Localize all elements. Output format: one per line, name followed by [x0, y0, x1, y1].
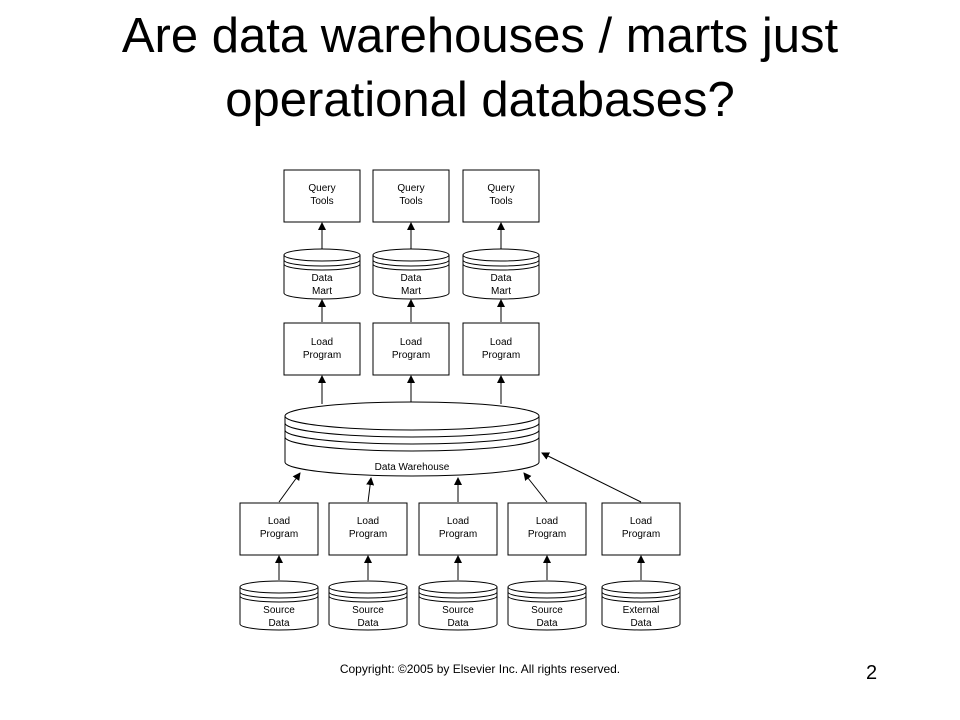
- query-tools-3-label-1: Query: [487, 183, 514, 194]
- source-data-4-label-2: Data: [536, 618, 558, 629]
- slide-title-line-2: operational databases?: [225, 73, 735, 127]
- arrow-load-a-to-warehouse: [278, 472, 301, 503]
- lower-load-program-1: Load Program: [239, 502, 319, 556]
- copyright-footer: Copyright: ©2005 by Elsevier Inc. All ri…: [339, 662, 621, 676]
- lower-load-program-5: Load Program: [601, 502, 681, 556]
- page-number: 2: [866, 662, 878, 684]
- data-warehouse: Data Warehouse: [284, 401, 540, 477]
- lower-load-program-1-label-2: Program: [260, 529, 298, 540]
- data-mart-3-label-2: Mart: [491, 286, 511, 297]
- data-mart-2-label-1: Data: [400, 273, 422, 284]
- slide-title: Are data warehouses / marts just operati…: [0, 4, 960, 132]
- query-tools-2-label-2: Tools: [399, 196, 422, 207]
- query-tools-3: Query Tools: [462, 169, 540, 223]
- source-data-3-label-2: Data: [447, 618, 469, 629]
- lower-load-program-4-label-1: Load: [536, 516, 558, 527]
- data-mart-3: Data Mart: [462, 248, 540, 300]
- arrow-load-b-to-warehouse: [366, 477, 375, 503]
- upper-load-program-1: Load Program: [283, 322, 361, 376]
- source-data-2-label-2: Data: [357, 618, 379, 629]
- source-data-1: Source Data: [239, 580, 319, 631]
- lower-load-program-2-label-2: Program: [349, 529, 387, 540]
- slide-title-line-1: Are data warehouses / marts just: [121, 9, 839, 63]
- query-tools-1-label-2: Tools: [310, 196, 333, 207]
- data-mart-3-label-1: Data: [490, 273, 512, 284]
- upper-load-program-3: Load Program: [462, 322, 540, 376]
- data-warehouse-label: Data Warehouse: [375, 462, 450, 473]
- data-mart-1: Data Mart: [283, 248, 361, 300]
- lower-load-program-1-label-1: Load: [268, 516, 290, 527]
- upper-load-program-3-label-1: Load: [490, 337, 512, 348]
- source-data-1-label-2: Data: [268, 618, 290, 629]
- lower-load-program-5-label-2: Program: [622, 529, 660, 540]
- arrow-load-e-to-warehouse: [541, 452, 642, 503]
- upper-load-program-2-label-2: Program: [392, 350, 430, 361]
- query-tools-1-label-1: Query: [308, 183, 335, 194]
- source-data-1-label-1: Source: [263, 605, 295, 616]
- source-data-2-label-1: Source: [352, 605, 384, 616]
- source-data-3-label-1: Source: [442, 605, 474, 616]
- lower-load-program-4: Load Program: [507, 502, 587, 556]
- arrow-load-d-to-warehouse: [523, 472, 548, 503]
- data-mart-1-label-2: Mart: [312, 286, 332, 297]
- source-data-3: Source Data: [418, 580, 498, 631]
- external-data: External Data: [601, 580, 681, 631]
- lower-load-program-5-label-1: Load: [630, 516, 652, 527]
- query-tools-2-label-1: Query: [397, 183, 424, 194]
- external-data-label-2: Data: [630, 618, 652, 629]
- query-tools-3-label-2: Tools: [489, 196, 512, 207]
- lower-load-program-3-label-1: Load: [447, 516, 469, 527]
- source-data-2: Source Data: [328, 580, 408, 631]
- source-data-4-label-1: Source: [531, 605, 563, 616]
- data-mart-1-label-1: Data: [311, 273, 333, 284]
- upper-load-program-1-label-1: Load: [311, 337, 333, 348]
- lower-load-program-3: Load Program: [418, 502, 498, 556]
- upper-load-program-3-label-2: Program: [482, 350, 520, 361]
- upper-load-program-1-label-2: Program: [303, 350, 341, 361]
- data-mart-2: Data Mart: [372, 248, 450, 300]
- source-data-4: Source Data: [507, 580, 587, 631]
- lower-load-program-2: Load Program: [328, 502, 408, 556]
- query-tools-2: Query Tools: [372, 169, 450, 223]
- upper-load-program-2: Load Program: [372, 322, 450, 376]
- lower-load-program-3-label-2: Program: [439, 529, 477, 540]
- data-mart-2-label-2: Mart: [401, 286, 421, 297]
- external-data-label-1: External: [623, 605, 660, 616]
- query-tools-1: Query Tools: [283, 169, 361, 223]
- lower-load-program-2-label-1: Load: [357, 516, 379, 527]
- lower-load-program-4-label-2: Program: [528, 529, 566, 540]
- upper-load-program-2-label-1: Load: [400, 337, 422, 348]
